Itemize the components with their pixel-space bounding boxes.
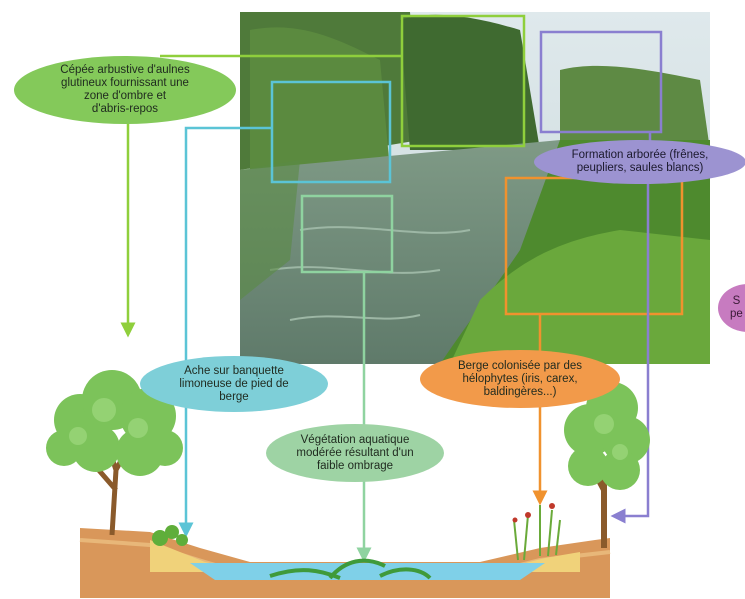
arrow-trees [610,178,650,524]
frame-trees [539,30,663,134]
frame-aquatic [300,194,394,274]
right-tree-icon [564,382,650,548]
label-tree-formation: Formation arborée (frênes, peupliers, sa… [534,140,745,184]
label-helophytes-bank: Berge colonisée par des hélophytes (iris… [420,350,620,408]
frame-alder [400,14,526,148]
label-aquatic-vegetation: Végétation aquatique modérée résultant d… [266,424,444,482]
frame-ache [270,80,392,184]
label-alder-coppice: Cépée arbustive d'aulnes glutineux fourn… [14,56,236,124]
river-cross-section [79,503,611,598]
left-tree-icon [46,370,183,536]
river-photo [240,12,710,364]
water [190,563,545,580]
label-ache-banquette: Ache sur banquette limoneuse de pied de … [140,356,328,412]
